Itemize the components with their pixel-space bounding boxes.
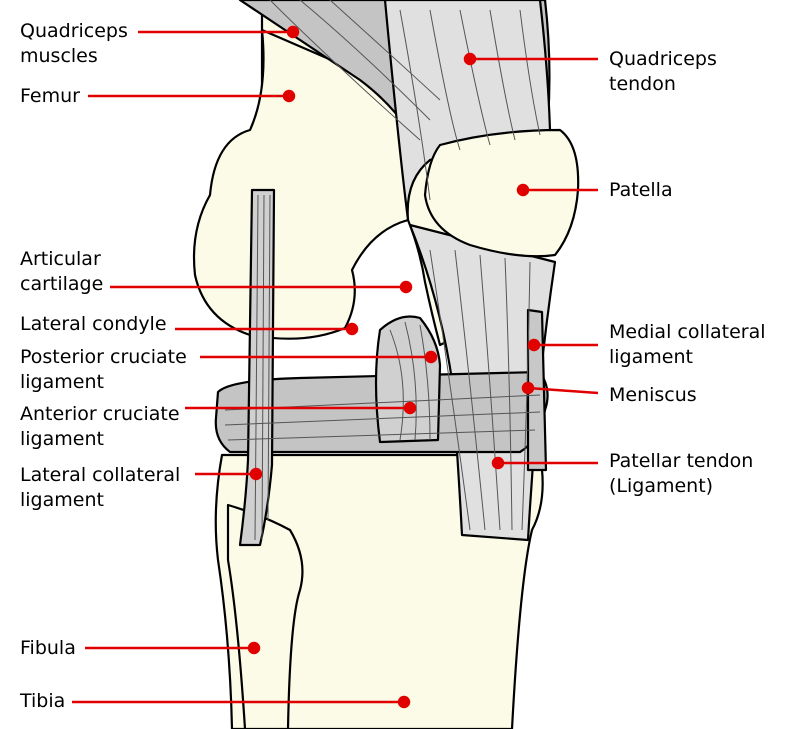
label-tibia: Tibia	[20, 690, 66, 712]
label-patellar-tendon: Patellar tendon (Ligament)	[609, 450, 754, 497]
label-medial-collateral: Medial collateral ligament	[609, 321, 766, 368]
label-anterior-cruciate: Anterior cruciate ligament	[20, 403, 180, 450]
label-lateral-condyle: Lateral condyle	[20, 313, 167, 335]
patella-shape	[423, 128, 580, 258]
label-fibula: Fibula	[20, 637, 76, 659]
label-articular-cartilage: Articular cartilage	[20, 248, 104, 295]
label-meniscus: Meniscus	[609, 384, 697, 406]
label-lateral-collateral: Lateral collateral ligament	[20, 464, 181, 511]
label-quadriceps-muscles: Quadriceps muscles	[20, 20, 128, 67]
fibula-shape	[226, 503, 304, 729]
label-patella: Patella	[609, 179, 673, 201]
label-posterior-cruciate: Posterior cruciate ligament	[20, 346, 187, 393]
label-quadriceps-tendon: Quadriceps tendon	[609, 48, 717, 95]
label-femur: Femur	[20, 85, 80, 107]
